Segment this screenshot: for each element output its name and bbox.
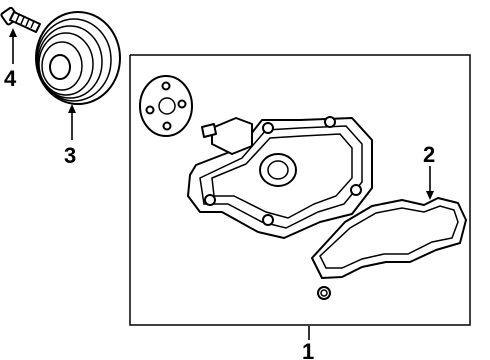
assembly-frame [129,54,471,326]
callout-leader-3 [68,104,76,140]
callout-4: 4 [4,66,17,91]
gasket-icon [311,197,467,300]
callout-leader-2 [426,166,434,200]
bolt-icon [0,6,41,33]
pulley-icon [35,11,121,105]
callout-3: 3 [64,143,76,168]
water-pump-assembly-icon [187,116,373,239]
callout-leader-4 [9,28,17,64]
callout-2: 2 [423,142,435,167]
callout-1: 1 [302,339,314,360]
hub-flange-icon [139,75,193,137]
